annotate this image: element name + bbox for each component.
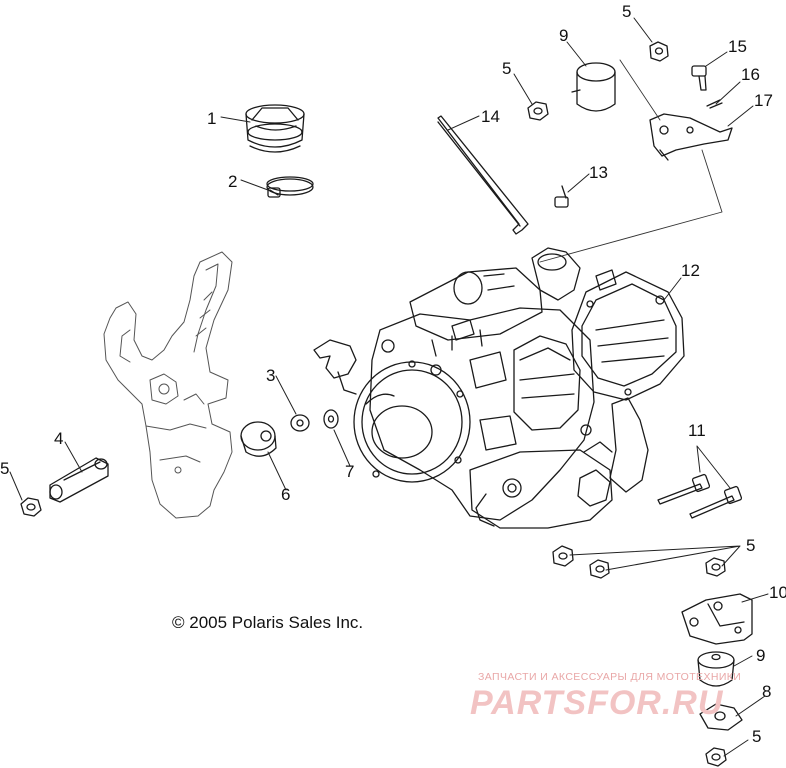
callout-10: 10 [769, 583, 786, 602]
callout-5-bottom: 5 [752, 727, 761, 746]
callout-17: 17 [754, 91, 773, 110]
callout-11: 11 [688, 421, 706, 440]
copyright-notice: © 2005 Polaris Sales Inc. [172, 613, 364, 632]
part-12-engine-assembly [313, 247, 685, 529]
callout-14: 14 [481, 107, 500, 126]
callout-5-top-nut: 5 [502, 59, 511, 78]
callout-2: 2 [228, 172, 237, 191]
part-9-engine-mount-top [571, 62, 616, 112]
part-1-intake-boot [245, 104, 305, 153]
part-5-nut-bottom [705, 747, 727, 767]
callout-5-lower-group: 5 [746, 536, 755, 555]
part-10-bracket [681, 593, 753, 645]
part-5-nut-left [20, 497, 42, 517]
part-5-nut-top-right [649, 41, 669, 62]
watermark-tagline: ЗАПЧАСТИ И АКСЕССУАРЫ ДЛЯ МОТОТЕХНИКИ [478, 671, 742, 683]
callout-7: 7 [345, 462, 354, 481]
callout-16: 16 [741, 65, 760, 84]
guide-line-bracket-to-engine [539, 59, 723, 263]
callout-5-left: 5 [0, 459, 9, 478]
callout-4: 4 [54, 429, 63, 448]
callout-3: 3 [266, 366, 275, 385]
part-11-bolts [657, 473, 743, 519]
part-9-engine-mount-bottom [697, 651, 735, 687]
part-7-washer [323, 409, 339, 429]
callout-15: 15 [728, 37, 747, 56]
leader-lines [9, 17, 769, 757]
part-13-bolt [554, 185, 569, 208]
part-14-rod [437, 115, 529, 235]
part-3-washer [290, 414, 310, 432]
callout-6: 6 [281, 485, 290, 504]
callout-8: 8 [762, 682, 771, 701]
part-2-hose-clamp [266, 176, 314, 198]
part-5-nut-top-center [527, 101, 549, 121]
callout-numbers: 1 2 3 4 5 6 7 14 13 5 9 5 15 16 17 12 11… [0, 2, 786, 746]
part-4-spacer [49, 457, 109, 503]
callout-1: 1 [207, 109, 216, 128]
part-5-nuts-lower-group [552, 545, 726, 579]
frame-section [103, 251, 233, 519]
part-17-bracket [649, 113, 733, 161]
part-16-pin [706, 99, 723, 109]
part-15-bolt [691, 65, 707, 91]
callout-13: 13 [589, 163, 608, 182]
callout-9-bottom: 9 [756, 646, 765, 665]
part-8-plate [699, 703, 743, 731]
callout-9-top: 9 [559, 26, 568, 45]
watermark-logo: PARTSFOR.RU [470, 684, 724, 722]
callout-12: 12 [681, 261, 700, 280]
callout-5-top-right: 5 [622, 2, 631, 21]
part-6-mount [240, 421, 277, 457]
